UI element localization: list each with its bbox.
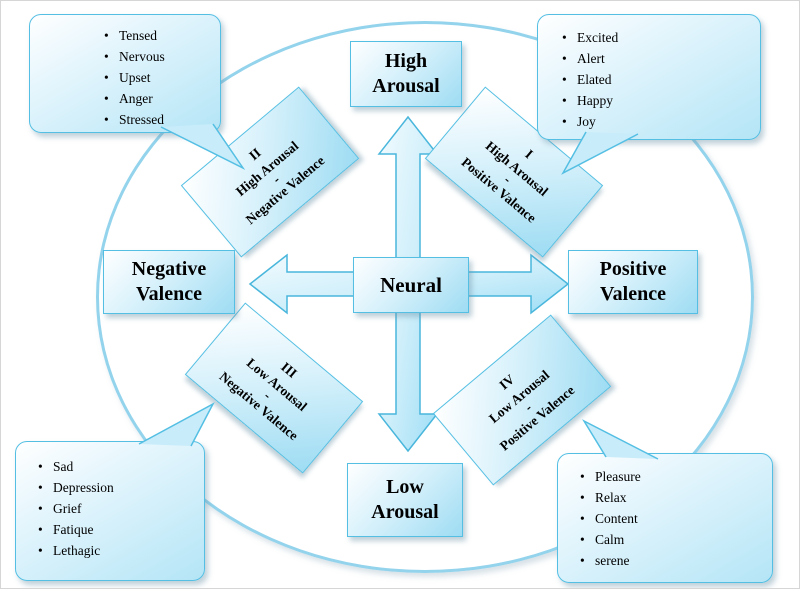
list-item: Excited [562,27,752,48]
callout-bottom-left: Sad Depression Grief Fatique Lethagic [15,441,205,581]
low-arousal-label-line1: Low [386,476,424,498]
list-item: Relax [580,487,764,508]
positive-valence-label-line2: Valence [600,283,666,305]
emotion-list-bottom-right: Pleasure Relax Content Calm serene [558,454,772,579]
neural-label: Neural [380,272,442,297]
list-item: Nervous [104,46,212,67]
low-arousal-label-line2: Arousal [371,501,439,523]
low-arousal-box: Low Arousal [347,463,463,537]
neural-box: Neural [353,257,469,313]
list-item: Tensed [104,25,212,46]
callout-top-right: Excited Alert Elated Happy Joy [537,14,761,140]
list-item: Grief [38,498,196,519]
negative-valence-box: Negative Valence [103,250,235,314]
list-item: Upset [104,67,212,88]
negative-valence-label-line1: Negative [131,258,207,280]
quadrant-numeral: I [522,146,537,162]
list-item: Joy [562,111,752,132]
list-item: Content [580,508,764,529]
list-item: Alert [562,48,752,69]
list-item: Lethagic [38,540,196,561]
emotion-list-top-left: Tensed Nervous Upset Anger Stressed [30,15,220,138]
high-arousal-label-line2: Arousal [372,75,440,97]
list-item: Sad [38,456,196,477]
emotion-list-bottom-left: Sad Depression Grief Fatique Lethagic [16,442,204,569]
high-arousal-box: High Arousal [350,41,462,107]
list-item: serene [580,550,764,571]
list-item: Elated [562,69,752,90]
list-item: Happy [562,90,752,111]
list-item: Calm [580,529,764,550]
list-item: Pleasure [580,466,764,487]
positive-valence-box: Positive Valence [568,250,698,314]
list-item: Stressed [104,109,212,130]
callout-top-left: Tensed Nervous Upset Anger Stressed [29,14,221,133]
list-item: Depression [38,477,196,498]
list-item: Anger [104,88,212,109]
high-arousal-label-line1: High [384,50,428,72]
emotion-list-top-right: Excited Alert Elated Happy Joy [538,15,760,140]
positive-valence-label-line1: Positive [599,258,667,280]
callout-bottom-right: Pleasure Relax Content Calm serene [557,453,773,583]
list-item: Fatique [38,519,196,540]
circle-outline [96,21,754,573]
negative-valence-label-line2: Valence [136,283,202,305]
